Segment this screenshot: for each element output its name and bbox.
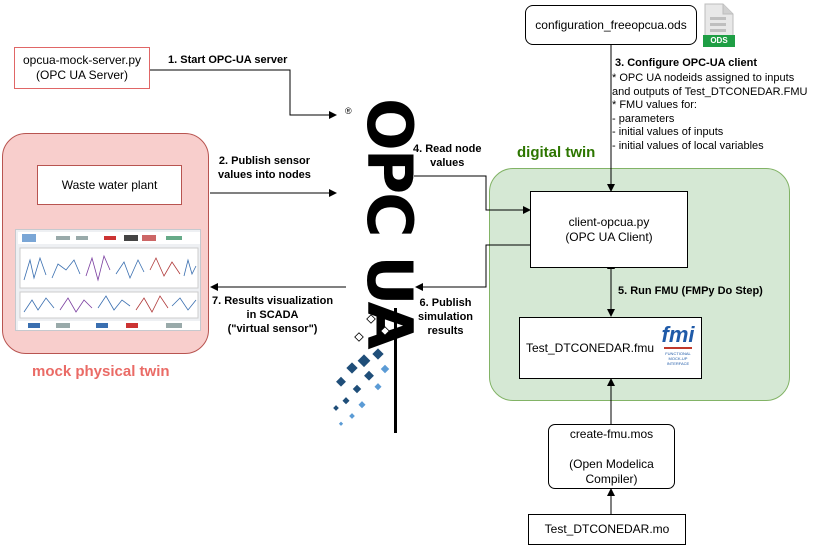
waste-water-plant-node: Waste water plant	[37, 165, 182, 205]
step-6-label: 6. Publish simulation results	[418, 297, 474, 337]
step-7-label: 7. Results visualization in SCADA ("virt…	[212, 295, 334, 335]
digital-twin-title: digital twin	[517, 144, 596, 161]
scada-screenshot	[15, 229, 201, 331]
fmi-logo: fmi FUNCTIONAL MOCK-UP INTERFACE	[660, 322, 696, 370]
client-opcua-node: client-opcua.py (OPC UA Client)	[530, 191, 688, 268]
step-1-label: 1. Start OPC-UA server	[168, 54, 288, 66]
create-fmu-node: create-fmu.mos (Open Modelica Compiler)	[548, 424, 675, 489]
config-notes: * OPC UA nodeids assigned to inputs and …	[612, 72, 808, 152]
step-4-label: 4. Read node values	[413, 143, 482, 169]
fmu-label: Test_DTCONEDAR.fmu	[526, 340, 655, 355]
model-file-node: Test_DTCONEDAR.mo	[528, 514, 686, 545]
fmi-logo-text: fmi	[661, 322, 695, 347]
mock-server-node: opcua-mock-server.py (OPC UA Server)	[14, 47, 150, 89]
step-5-label: 5. Run FMU (FMPy Do Step)	[618, 285, 763, 297]
opcua-logo: OPC UA ®	[330, 88, 426, 433]
ods-file-icon: ODS	[703, 3, 735, 47]
step-2-label: 2. Publish sensor values into nodes	[218, 155, 311, 181]
physical-twin-title: mock physical twin	[32, 363, 170, 380]
step-3-label: 3. Configure OPC-UA client	[615, 57, 757, 69]
fmi-logo-subtitle: FUNCTIONAL MOCK-UP INTERFACE	[665, 351, 691, 366]
registered-mark: ®	[345, 106, 352, 116]
config-file-node: configuration_freeopcua.ods	[525, 5, 697, 45]
opcua-dot-pattern	[333, 308, 397, 433]
ods-badge-label: ODS	[710, 36, 728, 45]
